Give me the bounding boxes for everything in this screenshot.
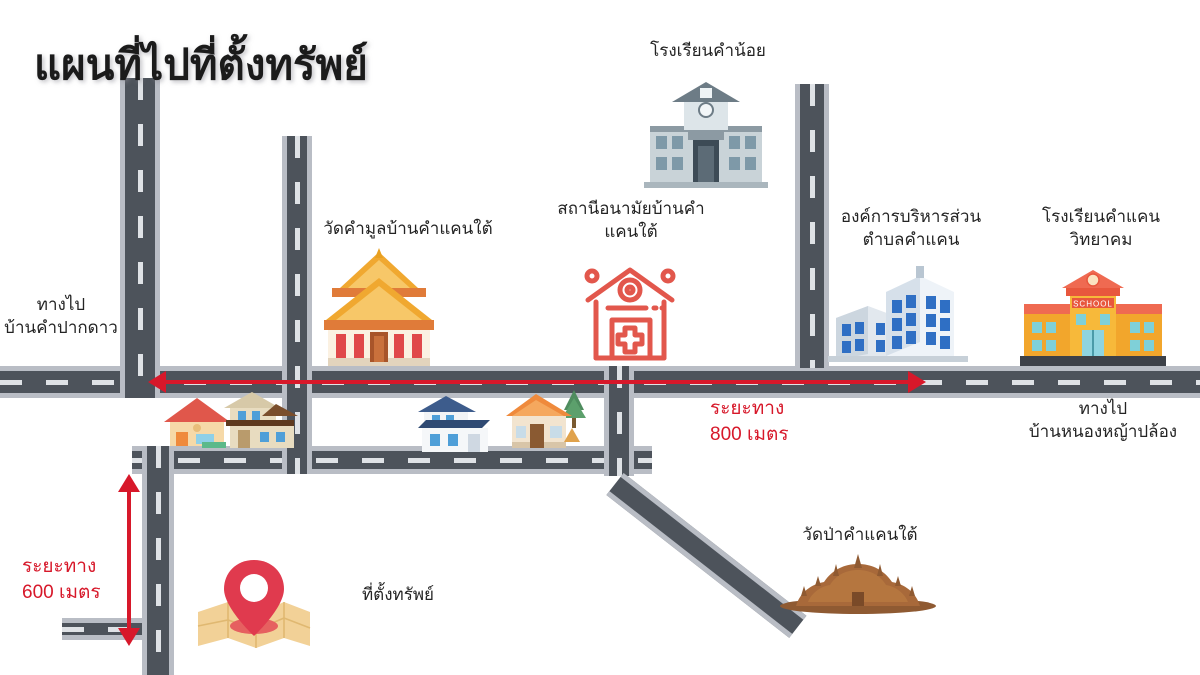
distance-arrow-800-head-right bbox=[908, 371, 926, 393]
road-diagonal-southeast bbox=[606, 472, 807, 638]
school-building-icon: SCHOOL bbox=[1020, 268, 1166, 366]
label-school-khamkhaen: โรงเรียนคำแคน วิทยาคม bbox=[1042, 207, 1160, 249]
distance-label-800-value: 800 เมตร bbox=[710, 424, 789, 445]
page-title: แผนที่ไปที่ตั้งทรัพย์ bbox=[34, 41, 368, 88]
svg-text:SCHOOL: SCHOOL bbox=[1073, 300, 1113, 309]
clinic-cross-icon bbox=[578, 258, 682, 366]
distance-arrow-600-head-down bbox=[118, 628, 140, 646]
label-way-to-left: ทางไป บ้านคำปากดาว bbox=[4, 295, 118, 337]
house-red-roof-icon bbox=[162, 396, 232, 448]
label-health-station: สถานีอนามัยบ้านคำ แคนใต้ bbox=[557, 199, 705, 241]
school-building-icon bbox=[644, 78, 768, 188]
road-dashes bbox=[132, 457, 652, 463]
road-vertical-left-lower bbox=[142, 446, 174, 675]
distance-label-800-caption: ระยะทาง bbox=[710, 398, 785, 419]
label-temple-wat-khammun: วัดคำมูลบ้านคำแคนใต้ bbox=[323, 219, 493, 238]
label-forest-temple: วัดป่าคำแคนใต้ bbox=[802, 525, 918, 544]
distance-arrow-600-line bbox=[127, 490, 131, 630]
label-way-to-right: ทางไป บ้านหนองหญ้าปล้อง bbox=[1028, 399, 1178, 441]
road-dashes bbox=[616, 366, 622, 476]
road-dashes bbox=[809, 84, 815, 368]
house-with-tree-icon bbox=[506, 388, 594, 450]
house-brown-two-story-icon bbox=[222, 390, 300, 448]
road-dashes bbox=[621, 477, 804, 620]
office-buildings-icon bbox=[828, 262, 968, 366]
house-blue-roof-icon bbox=[412, 394, 496, 452]
label-sao-admin: องค์การบริหารส่วน ตำบลคำแคน bbox=[840, 207, 982, 249]
label-property-site: ที่ตั้งทรัพย์ bbox=[361, 585, 435, 604]
label-school-kham-noi: โรงเรียนคำน้อย bbox=[650, 41, 766, 60]
distance-arrow-800-head-left bbox=[148, 371, 166, 393]
road-dashes bbox=[137, 78, 143, 398]
distance-label-600-value: 600 เมตร bbox=[22, 582, 101, 603]
road-dashes bbox=[62, 626, 158, 632]
distance-label-600-caption: ระยะทาง bbox=[22, 556, 97, 577]
map-pin-marker-icon bbox=[192, 546, 314, 652]
road-vertical-middle bbox=[604, 366, 634, 476]
pagoda-ruins-icon bbox=[778, 552, 938, 614]
road-dashes bbox=[294, 136, 300, 474]
road-vertical-left bbox=[120, 78, 160, 398]
road-dashes bbox=[155, 446, 161, 675]
distance-arrow-600-head-up bbox=[118, 474, 140, 492]
distance-arrow-800-line bbox=[165, 380, 910, 384]
road-vertical-second bbox=[282, 136, 312, 474]
road-secondary-horizontal bbox=[132, 446, 652, 474]
road-vertical-right bbox=[795, 84, 829, 368]
thai-temple-icon bbox=[314, 248, 444, 366]
